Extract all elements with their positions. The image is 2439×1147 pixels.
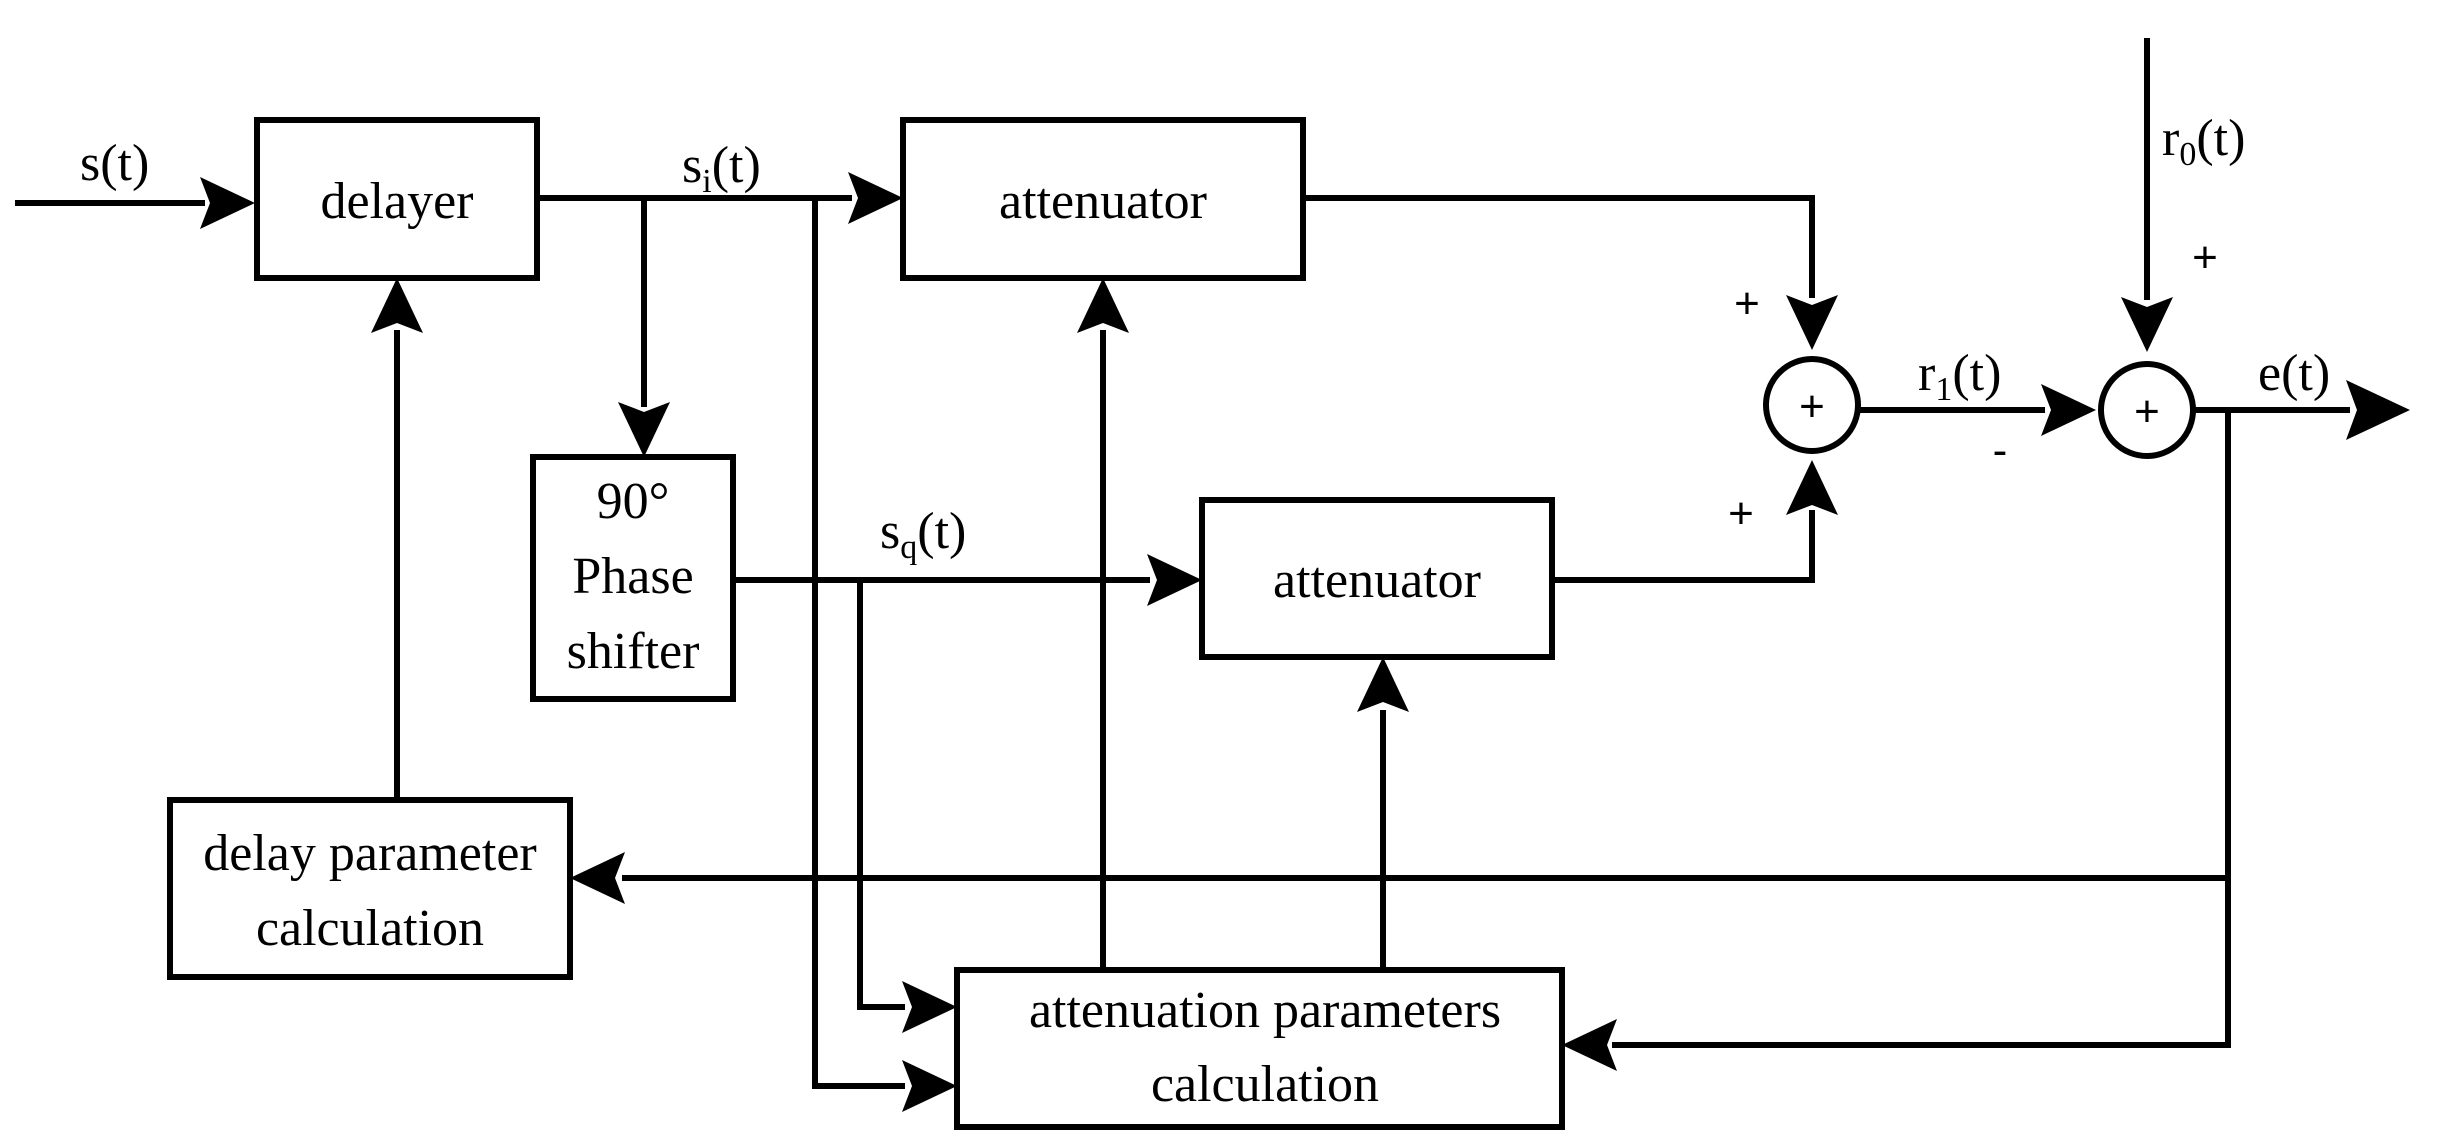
sum2-top-sign: + xyxy=(2192,233,2218,282)
sq-line xyxy=(733,554,1202,606)
phase-shifter-line2: Phase xyxy=(572,548,693,605)
atten-calc-block: attenuation parameters calculation xyxy=(954,967,1565,1130)
phase-shifter-block: 90° Phase shifter xyxy=(530,454,736,702)
summer-2-symbol: + xyxy=(2134,387,2160,436)
att-q-to-sum1 xyxy=(1552,460,1838,583)
summer-1: + xyxy=(1763,356,1861,454)
input-signal-label: s(t) xyxy=(80,135,149,192)
si-label: si(t) xyxy=(682,137,761,200)
r1-label: r1(t) xyxy=(1918,345,2001,408)
atten-calc-to-att-q xyxy=(1357,657,1409,970)
r1-line xyxy=(1858,384,2096,436)
si-tap-to-atten-calc xyxy=(812,198,957,1112)
delay-calc-block: delay parameter calculation xyxy=(167,797,573,980)
attenuator-q-label: attenuator xyxy=(1273,552,1481,609)
output-line xyxy=(2193,380,2410,440)
atten-calc-to-att-i xyxy=(1077,278,1129,970)
attenuator-i-block: attenuator xyxy=(900,117,1306,281)
atten-calc-line1: attenuation parameters xyxy=(1029,982,1501,1039)
feedback-to-delay-calc xyxy=(570,852,2228,904)
attenuator-i-label: attenuator xyxy=(999,173,1207,230)
sq-tap-to-atten-calc xyxy=(857,580,957,1033)
feedback-to-atten-calc xyxy=(1562,410,2231,1071)
si-to-phase-shifter xyxy=(618,198,670,457)
output-signal-label: e(t) xyxy=(2258,345,2330,402)
phase-shifter-line1: 90° xyxy=(597,473,670,530)
sum1-bottom-sign: + xyxy=(1728,489,1754,538)
r0-label: r0(t) xyxy=(2162,110,2245,173)
sum2-left-sign: - xyxy=(1993,426,2008,475)
sum1-top-sign: + xyxy=(1734,279,1760,328)
summer-2: + xyxy=(2098,361,2196,459)
delayer-block: delayer xyxy=(254,117,540,281)
summer-1-symbol: + xyxy=(1799,382,1825,431)
delay-calc-line2: calculation xyxy=(256,900,484,957)
sq-label: sq(t) xyxy=(880,503,966,566)
phase-shifter-line3: shifter xyxy=(567,623,700,680)
attenuator-q-block: attenuator xyxy=(1199,497,1555,660)
atten-calc-line2: calculation xyxy=(1151,1056,1379,1113)
input-line xyxy=(15,177,255,229)
si-line xyxy=(537,172,903,224)
delayer-label: delayer xyxy=(320,173,473,230)
r0-line xyxy=(2121,38,2173,352)
delay-calc-to-delayer xyxy=(371,278,423,800)
att-i-to-sum1 xyxy=(1303,195,1838,350)
delay-calc-line1: delay parameter xyxy=(203,825,536,882)
